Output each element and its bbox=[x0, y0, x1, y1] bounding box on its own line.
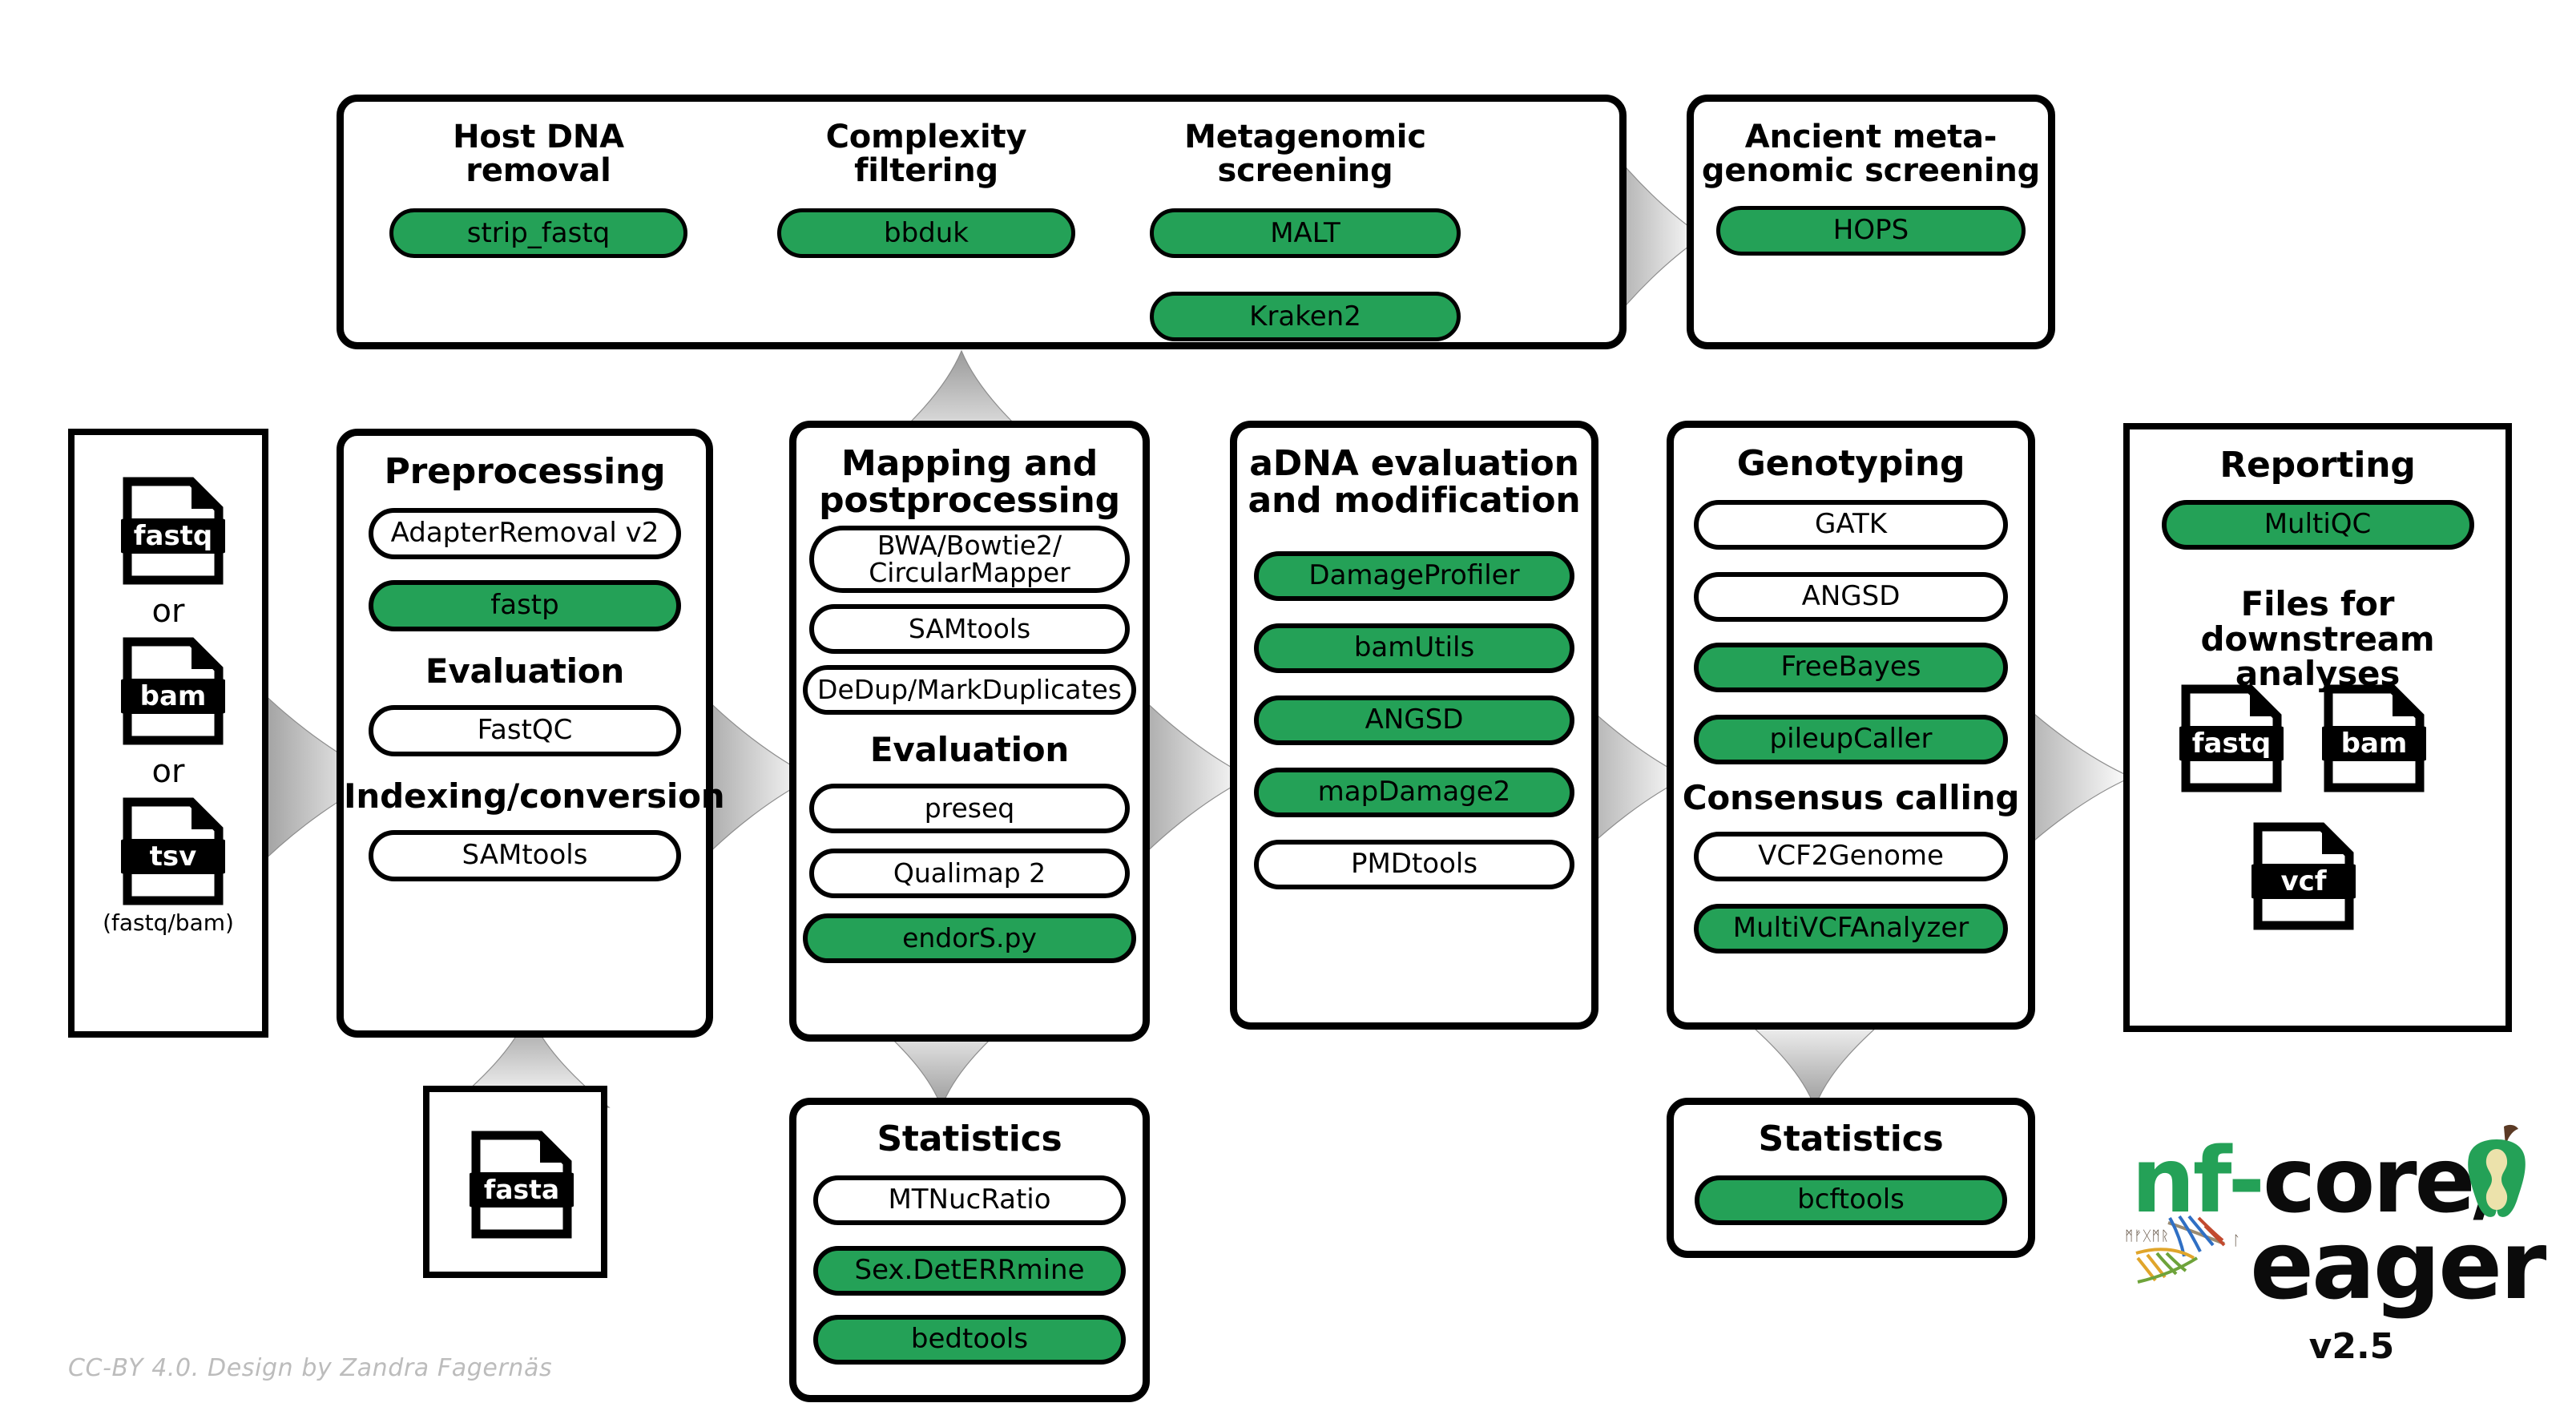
panel-adna-evaluation: aDNA evaluation and modification DamageP… bbox=[1230, 421, 1598, 1030]
panel-genotyping: Genotyping GATK ANGSD FreeBayes pileupCa… bbox=[1667, 421, 2035, 1030]
section-host-dna-removal: Host DNA removal strip_fastq bbox=[366, 119, 711, 259]
panel-input-files: fastq or bam or tsv (fastq/bam) bbox=[68, 429, 268, 1038]
panel-ancient-metagenomic-screening: Ancient meta- genomic screening HOPS bbox=[1687, 95, 2055, 349]
tool-damageprofiler[interactable]: DamageProfiler bbox=[1254, 551, 1574, 601]
panel-reporting: Reporting MultiQC Files for downstream a… bbox=[2123, 423, 2512, 1032]
panel-title: Statistics bbox=[877, 1119, 1062, 1159]
tool-bwa-bowtie2-circularmapper[interactable]: BWA/Bowtie2/ CircularMapper bbox=[809, 526, 1130, 593]
tool-endors-py[interactable]: endorS.py bbox=[803, 913, 1136, 963]
panel-title: Statistics bbox=[1758, 1119, 1944, 1159]
tool-preseq[interactable]: preseq bbox=[809, 784, 1130, 833]
section-complexity-filtering: Complexity filtering bbduk bbox=[754, 119, 1099, 259]
tool-samtools-mapping[interactable]: SAMtools bbox=[809, 604, 1130, 654]
tool-fastp[interactable]: fastp bbox=[369, 580, 681, 631]
group-heading-evaluation: Evaluation bbox=[425, 651, 625, 691]
panel-title: Ancient meta- genomic screening bbox=[1701, 119, 2041, 189]
tool-sex-deterrmine[interactable]: Sex.DetERRmine bbox=[813, 1246, 1126, 1296]
vcf-output-file-icon: vcf bbox=[2251, 822, 2356, 930]
svg-text:fastq: fastq bbox=[134, 520, 213, 552]
credit-line: CC-BY 4.0. Design by Zandra Fagernäs bbox=[68, 1354, 553, 1382]
tool-adapterremoval-v2[interactable]: AdapterRemoval v2 bbox=[369, 508, 681, 559]
tool-samtools-preprocessing[interactable]: SAMtools bbox=[369, 830, 681, 881]
tool-hops[interactable]: HOPS bbox=[1716, 206, 2026, 256]
fastq-file-icon: fastq bbox=[121, 477, 225, 585]
tool-vcf2genome[interactable]: VCF2Genome bbox=[1694, 832, 2008, 881]
logo-version-text: v2.5 bbox=[2308, 1326, 2395, 1367]
panel-title: aDNA evaluation and modification bbox=[1248, 443, 1581, 521]
apple-core-icon bbox=[2460, 1122, 2534, 1222]
svg-text:ᛚ: ᛚ bbox=[2232, 1233, 2240, 1249]
svg-text:tsv: tsv bbox=[150, 841, 197, 873]
tool-bcftools[interactable]: bcftools bbox=[1695, 1175, 2007, 1225]
downstream-heading: Files for downstream analyses bbox=[2200, 584, 2435, 694]
section-title: Metagenomic screening bbox=[1184, 119, 1426, 189]
tool-freebayes[interactable]: FreeBayes bbox=[1694, 643, 2008, 692]
svg-text:vcf: vcf bbox=[2280, 865, 2327, 897]
svg-text:ᛗᚠᚷᛗᚱ: ᛗᚠᚷᛗᚱ bbox=[2125, 1228, 2170, 1244]
panel-statistics-mapping: Statistics MTNucRatio Sex.DetERRmine bed… bbox=[789, 1098, 1150, 1402]
logo-eager-text: eager bbox=[2250, 1210, 2546, 1320]
logo-line-nf-core: nf-core/ bbox=[2131, 1136, 2505, 1226]
tool-bbduk[interactable]: bbduk bbox=[777, 208, 1075, 259]
svg-text:bam: bam bbox=[2341, 728, 2408, 760]
group-heading-indexing-conversion: Indexing/conversion bbox=[344, 776, 725, 816]
svg-text:fastq: fastq bbox=[2192, 728, 2272, 760]
nf-core-eager-logo: nf-core/ ᛗᚠᚷᛗᚱ ᛚ bbox=[2125, 1122, 2546, 1386]
tool-mapdamage2[interactable]: mapDamage2 bbox=[1254, 768, 1574, 817]
tool-strip-fastq[interactable]: strip_fastq bbox=[389, 208, 687, 259]
section-title: Complexity filtering bbox=[825, 119, 1027, 189]
logo-core-text: core/ bbox=[2262, 1129, 2505, 1233]
logo-nf-text: nf- bbox=[2131, 1129, 2265, 1233]
tool-kraken2[interactable]: Kraken2 bbox=[1150, 292, 1461, 342]
tsv-file-icon: tsv bbox=[121, 797, 225, 905]
group-heading-evaluation: Evaluation bbox=[869, 730, 1070, 769]
section-title: Host DNA removal bbox=[453, 119, 624, 189]
tool-multivcfanalyzer[interactable]: MultiVCFAnalyzer bbox=[1694, 904, 2008, 953]
or-label-1: or bbox=[151, 593, 185, 630]
or-label-2: or bbox=[151, 753, 185, 790]
input-format-note: (fastq/bam) bbox=[103, 909, 234, 936]
section-metagenomic-screening: Metagenomic screening MALT Kraken2 bbox=[1145, 119, 1465, 342]
fasta-file-icon: fasta bbox=[470, 1131, 574, 1239]
tool-malt[interactable]: MALT bbox=[1150, 208, 1461, 259]
panel-title: Reporting bbox=[2219, 445, 2416, 486]
tool-mtnucratio[interactable]: MTNucRatio bbox=[813, 1175, 1126, 1225]
dna-helix-icon: ᛗᚠᚷᛗᚱ ᛚ bbox=[2120, 1211, 2272, 1288]
tool-bamutils[interactable]: bamUtils bbox=[1254, 623, 1574, 673]
panel-mapping-postprocessing: Mapping and postprocessing BWA/Bowtie2/ … bbox=[789, 421, 1150, 1042]
tool-dedup-markduplicates[interactable]: DeDup/MarkDuplicates bbox=[803, 665, 1136, 715]
bam-file-icon: bam bbox=[121, 637, 225, 745]
tool-gatk[interactable]: GATK bbox=[1694, 500, 2008, 550]
svg-text:fasta: fasta bbox=[484, 1174, 559, 1205]
tool-fastqc[interactable]: FastQC bbox=[369, 705, 681, 756]
tool-angsd-adna[interactable]: ANGSD bbox=[1254, 695, 1574, 745]
tool-pmdtools[interactable]: PMDtools bbox=[1254, 840, 1574, 889]
tool-angsd-genotyping[interactable]: ANGSD bbox=[1694, 572, 2008, 622]
panel-screening: Host DNA removal strip_fastq Complexity … bbox=[337, 95, 1627, 349]
panel-title: Preprocessing bbox=[384, 451, 666, 492]
tool-qualimap-2[interactable]: Qualimap 2 bbox=[809, 849, 1130, 898]
panel-title: Genotyping bbox=[1736, 443, 1965, 484]
bam-output-file-icon: bam bbox=[2322, 684, 2426, 792]
panel-statistics-genotyping: Statistics bcftools bbox=[1667, 1098, 2035, 1258]
svg-text:bam: bam bbox=[140, 680, 207, 712]
tool-multiqc[interactable]: MultiQC bbox=[2161, 500, 2474, 550]
tool-bedtools[interactable]: bedtools bbox=[813, 1315, 1126, 1365]
group-heading-consensus-calling: Consensus calling bbox=[1682, 778, 2020, 817]
fastq-output-file-icon: fastq bbox=[2179, 684, 2284, 792]
panel-reference-fasta: fasta bbox=[423, 1086, 607, 1278]
panel-preprocessing: Preprocessing AdapterRemoval v2 fastp Ev… bbox=[337, 429, 725, 1038]
panel-title: Mapping and postprocessing bbox=[819, 443, 1120, 521]
tool-pileupcaller[interactable]: pileupCaller bbox=[1694, 715, 2008, 764]
